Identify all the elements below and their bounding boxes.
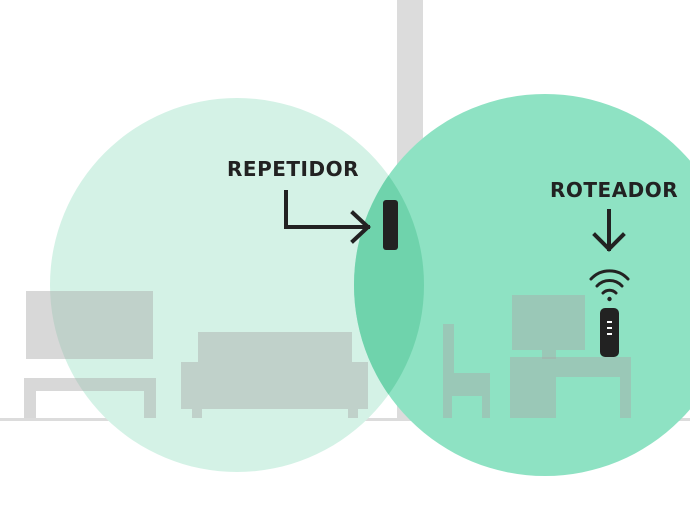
tv-screen: [26, 291, 153, 359]
monitor-neck: [542, 350, 556, 359]
desk: [510, 357, 631, 418]
router-coverage-area: [354, 94, 690, 476]
chair: [443, 324, 490, 418]
furniture: [24, 291, 631, 418]
wifi-signal-icon: [589, 269, 630, 302]
sofa: [181, 332, 368, 418]
monitor-screen: [512, 295, 585, 350]
arrow-right-icon: [284, 190, 371, 244]
tv-stand: [24, 378, 156, 418]
repeater-device-icon: [383, 200, 398, 250]
repeater-coverage-area: [50, 98, 424, 472]
router-label: ROTEADOR: [550, 178, 679, 202]
arrow-down-icon: [592, 209, 626, 252]
router-device-icon: [600, 308, 619, 357]
repeater-label: REPETIDOR: [227, 157, 359, 181]
